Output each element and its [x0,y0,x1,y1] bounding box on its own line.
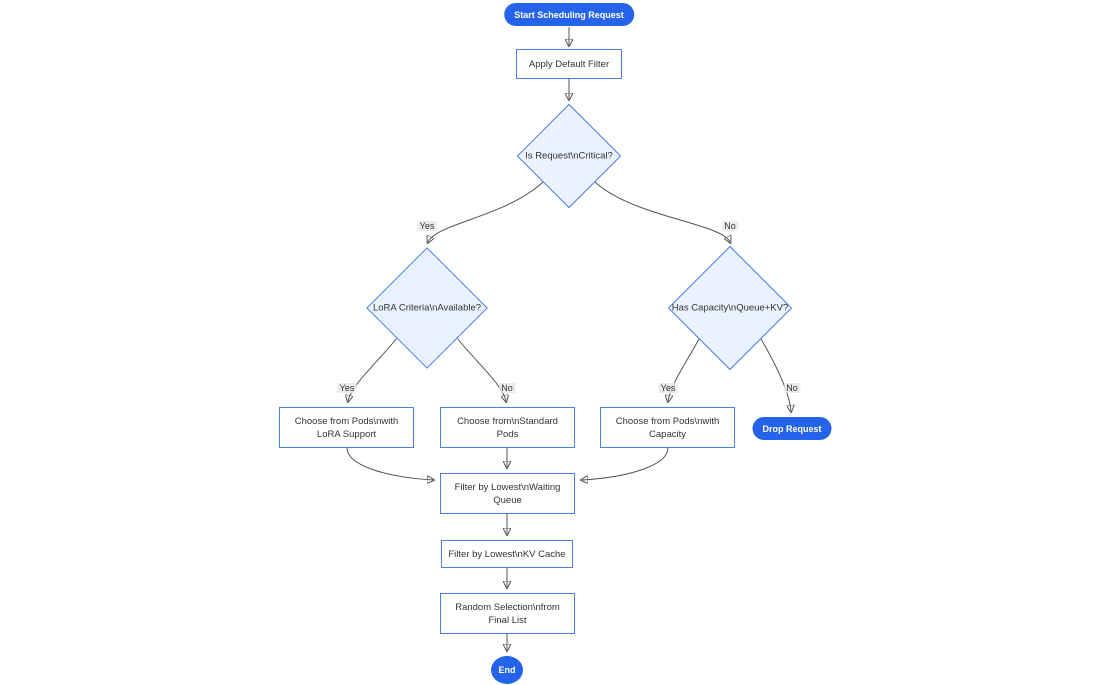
edge-lorapods-to-filterqueue [346,447,433,480]
edge-label-critical-yes: Yes [417,221,437,231]
node-choose-lora-pods: Choose from Pods\nwith LoRA Support [279,407,414,448]
node-choose-capacity-pods: Choose from Pods\nwith Capacity [600,407,735,448]
node-is-critical: Is Request\nCritical? [516,103,622,209]
edge-label-capacity-no: No [784,383,800,393]
node-has-capacity: Has Capacity\nQueue+KV? [667,245,793,371]
edge-capacity-yes [668,338,700,401]
node-has-capacity-label: Has Capacity\nQueue+KV? [671,302,789,314]
edge-label-lora-no: No [499,383,515,393]
node-filter-kv-cache-label: Filter by Lowest\nKV Cache [448,548,566,560]
node-end-label: End [498,665,516,675]
node-apply-default-filter-label: Apply Default Filter [528,58,610,70]
node-choose-lora-pods-label: Choose from Pods\nwith LoRA Support [294,415,399,440]
node-apply-default-filter: Apply Default Filter [516,49,622,79]
edge-capacity-no [760,338,791,411]
edge-critical-no [594,181,730,242]
node-choose-standard-pods: Choose from\nStandard Pods [440,407,575,448]
node-drop-request-label: Drop Request [762,423,822,434]
node-lora-criteria-label: LoRA Criteria\nAvailable? [372,302,482,314]
edge-label-lora-yes: Yes [337,383,357,393]
node-choose-capacity-pods-label: Choose from Pods\nwith Capacity [615,415,720,440]
edge-lora-no [456,337,506,401]
edge-capacitypods-to-filterqueue [582,447,669,480]
node-filter-waiting-queue-label: Filter by Lowest\nWaiting Queue [454,481,561,506]
edge-lora-yes [348,337,398,401]
node-filter-kv-cache: Filter by Lowest\nKV Cache [441,540,573,568]
edge-critical-yes [428,181,544,242]
node-start-label: Start Scheduling Request [514,9,624,20]
node-random-selection: Random Selection\nfrom Final List [440,593,575,634]
node-choose-standard-pods-label: Choose from\nStandard Pods [457,415,558,440]
node-is-critical-label: Is Request\nCritical? [525,150,613,162]
node-end: End [491,656,523,684]
node-lora-criteria: LoRA Criteria\nAvailable? [366,247,488,369]
edge-label-critical-no: No [722,221,738,231]
node-drop-request: Drop Request [752,417,832,440]
edge-label-capacity-yes: Yes [658,383,678,393]
node-start: Start Scheduling Request [504,3,634,26]
node-random-selection-label: Random Selection\nfrom Final List [455,601,560,626]
node-filter-waiting-queue: Filter by Lowest\nWaiting Queue [440,473,575,514]
